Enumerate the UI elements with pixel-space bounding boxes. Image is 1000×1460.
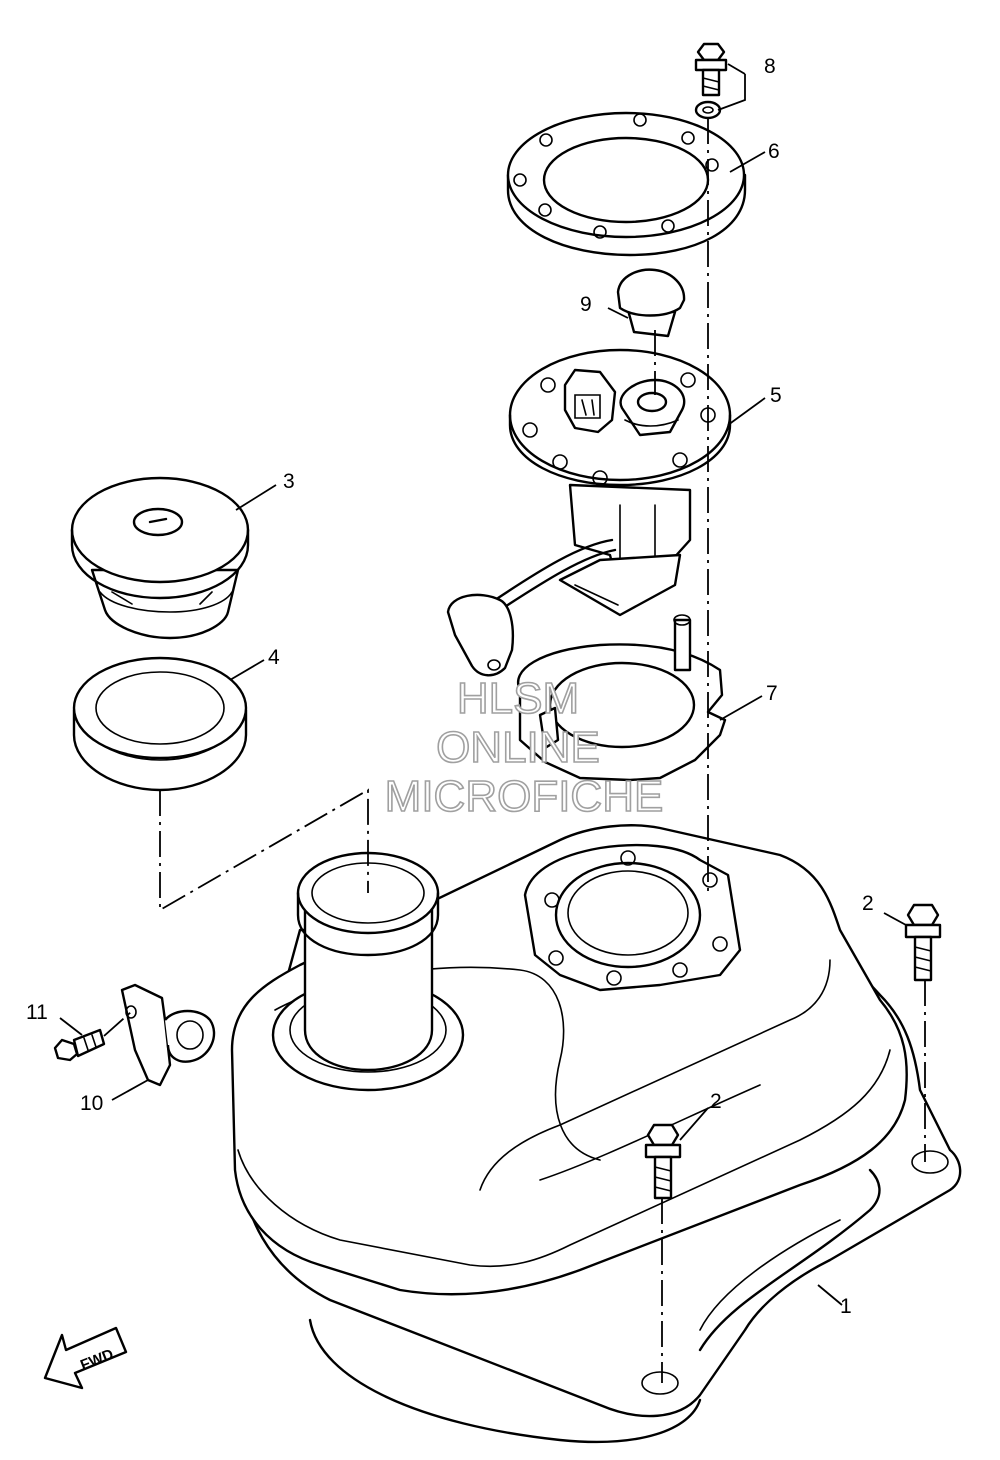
callout-7: 7: [766, 682, 778, 705]
tank-bolt-center: [644, 1123, 682, 1200]
fuel-pump-assembly: [446, 348, 732, 677]
callout-8: 8: [764, 55, 776, 78]
grommet-cap: [616, 268, 686, 338]
watermark-line-3: MICROFICHE: [385, 772, 664, 821]
leader-lines: [59, 63, 907, 1306]
callout-3: 3: [283, 470, 295, 493]
retaining-ring-plate: [506, 111, 747, 257]
callout-1: 1: [840, 1295, 852, 1318]
callout-11: 11: [26, 1001, 48, 1024]
callout-numbers: 8 6 9 5 3 4 7 2 2 1 11 10: [26, 55, 874, 1318]
hose-clamp: [120, 983, 216, 1087]
pump-gasket: [517, 614, 727, 782]
fuel-cap: [70, 476, 250, 640]
filler-seal-ring: [72, 656, 248, 792]
watermark-line-2: ONLINE: [436, 723, 600, 772]
watermark: HLSM ONLINE MICROFICHE: [384, 673, 664, 822]
callout-4: 4: [268, 646, 280, 669]
assembly-lines: [103, 118, 926, 1383]
callout-2-center: 2: [710, 1090, 722, 1113]
watermark-line-1: HLSM: [457, 674, 579, 723]
callout-9: 9: [580, 293, 592, 316]
forward-arrow: FWD: [43, 1326, 128, 1390]
callout-2-right: 2: [862, 892, 874, 915]
callout-6: 6: [768, 140, 780, 163]
tank-bolt-right: [904, 903, 942, 982]
fuel-tank: [230, 824, 962, 1444]
callout-5: 5: [770, 384, 782, 407]
plate-bolt-washer: [694, 42, 728, 120]
clamp-bolt: [53, 1028, 106, 1062]
callout-10: 10: [80, 1092, 103, 1115]
